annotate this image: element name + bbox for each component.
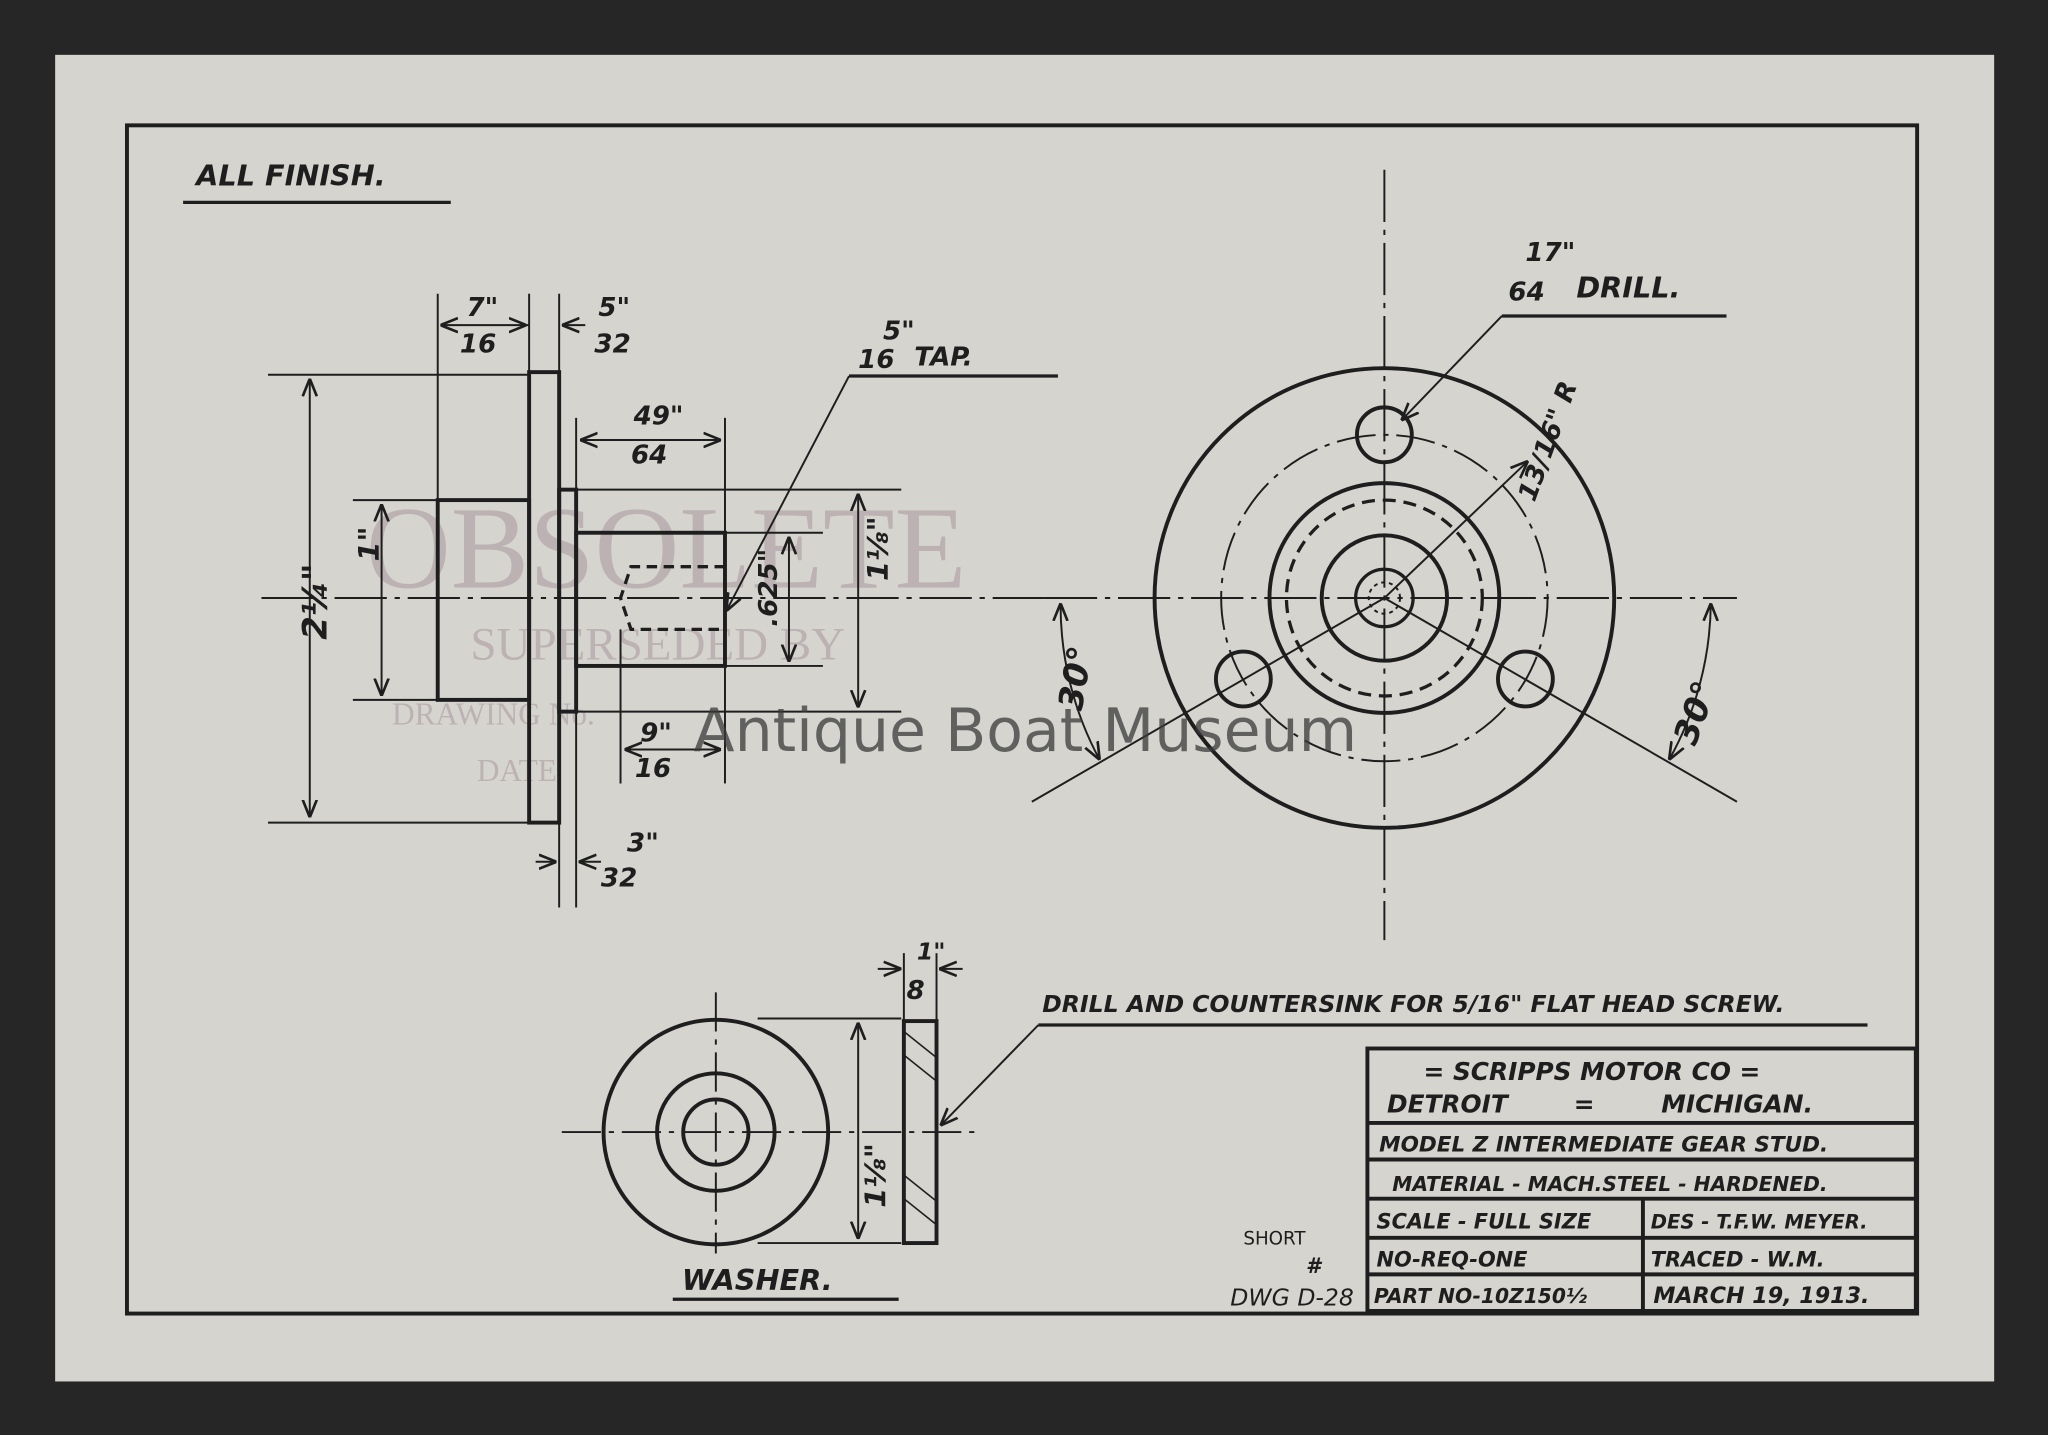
- part-name: MODEL Z INTERMEDIATE GEAR STUD.: [1379, 1133, 1828, 1158]
- drill-size-den: 64: [1508, 277, 1544, 307]
- title-block: = SCRIPPS MOTOR CO = DETROIT = MICHIGAN.…: [1365, 1046, 1918, 1313]
- scale: SCALE - FULL SIZE: [1377, 1210, 1592, 1234]
- dim-9-16-den: 16: [635, 754, 671, 784]
- washer-diameter: 1⅛": [859, 1143, 893, 1208]
- city-separator: =: [1574, 1089, 1595, 1118]
- washer-labels: 1" 8 1⅛" DRILL AND COUNTERSINK FOR 5/16"…: [682, 938, 1785, 1297]
- dim-5-32-den: 32: [594, 330, 630, 360]
- dim-1-1-8: 1⅛": [861, 516, 895, 581]
- tap-note: TAP.: [914, 343, 972, 373]
- dim-5-32-num: 5": [598, 293, 630, 323]
- washer-thickness-den: 8: [906, 976, 924, 1006]
- dim-3-32-den: 32: [601, 864, 637, 894]
- tap-size-num: 5": [883, 316, 915, 346]
- dim-7-16-den: 16: [460, 330, 496, 360]
- tap-size-den: 16: [858, 345, 894, 375]
- dim-1: 1": [352, 527, 386, 562]
- quantity: NO-REQ-ONE: [1377, 1248, 1528, 1272]
- drawing-date: MARCH 19, 1913.: [1653, 1283, 1869, 1309]
- short-label: SHORT: [1243, 1228, 1306, 1249]
- washer-views: [561, 953, 1868, 1301]
- stamp-date: DATE: [477, 753, 557, 788]
- drawing-border: [125, 123, 1920, 1316]
- dim-9-16-num: 9": [640, 719, 672, 749]
- countersink-note: DRILL AND COUNTERSINK FOR 5/16" FLAT HEA…: [1042, 990, 1784, 1018]
- dim-625: .625": [754, 549, 784, 627]
- company-state: MICHIGAN.: [1661, 1089, 1813, 1118]
- side-view-labels: 7" 16 5" 32 49" 64 2¼" 1" 1⅛" .625" 9" 1…: [296, 293, 973, 894]
- all-finish-note: ALL FINISH.: [194, 158, 385, 192]
- dim-49-64-den: 64: [631, 441, 667, 471]
- washer-label: WASHER.: [682, 1263, 833, 1297]
- traced-by: TRACED - W.M.: [1651, 1248, 1825, 1272]
- dim-7-16-num: 7": [466, 293, 498, 323]
- dim-2-1-4: 2¼": [296, 563, 336, 639]
- drawing-number: SHORT # DWG D-28: [1230, 1228, 1353, 1311]
- washer-thickness-num: 1": [917, 938, 946, 966]
- stamp-drawing-no: DRAWING No.: [392, 697, 595, 732]
- dwg-number: DWG D-28: [1230, 1284, 1353, 1312]
- museum-watermark: Antique Boat Museum: [694, 696, 1358, 766]
- side-view-dimensions: [267, 293, 1058, 908]
- company-name: = SCRIPPS MOTOR CO =: [1424, 1057, 1761, 1086]
- hash-label: #: [1306, 1254, 1323, 1278]
- company-city: DETROIT: [1387, 1089, 1510, 1118]
- dim-3-32-num: 3": [627, 828, 659, 858]
- part-number: PART NO-10Z150½: [1374, 1284, 1587, 1308]
- drill-size-num: 17": [1525, 238, 1575, 268]
- stud-front-view: [1031, 169, 1738, 941]
- drill-note: DRILL.: [1576, 271, 1680, 305]
- designer: DES - T.F.W. MEYER.: [1651, 1211, 1868, 1234]
- material: MATERIAL - MACH.STEEL - HARDENED.: [1392, 1172, 1827, 1196]
- dim-49-64-num: 49": [633, 401, 684, 431]
